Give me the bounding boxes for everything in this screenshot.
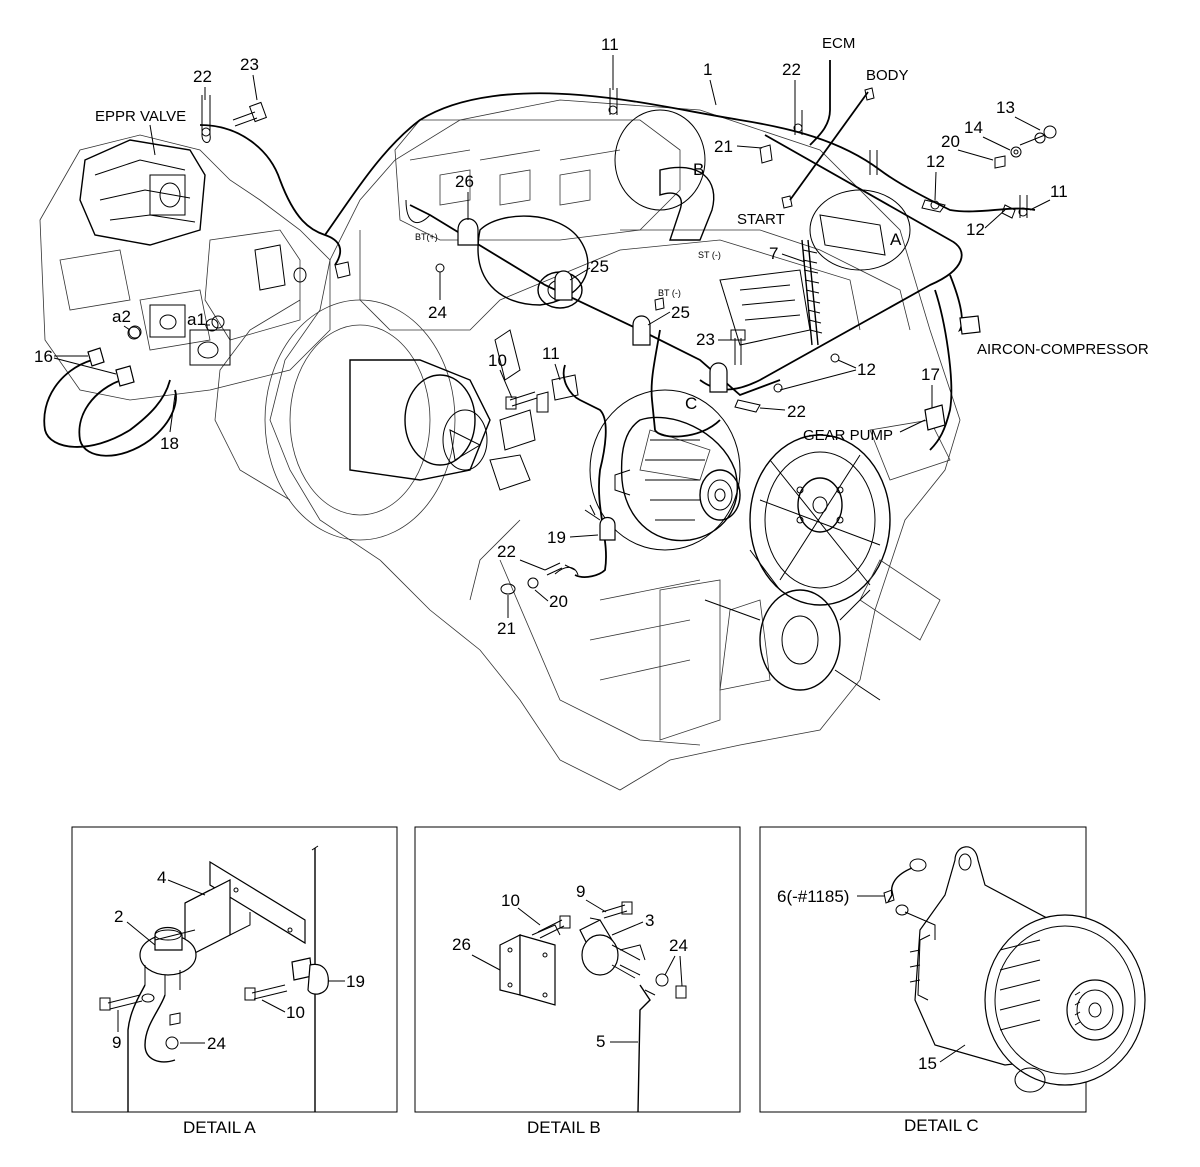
detail-b-panel: 9 10 3 26 24 5 DETAIL B [414,826,741,1137]
callout-20-top: 20 [941,132,960,151]
ecm-label: ECM [822,35,855,52]
callout-21-top: 21 [714,137,733,156]
detail-a-callout-24: 24 [207,1034,226,1053]
detail-c-caption: DETAIL C [904,1116,979,1135]
callout-17: 17 [921,365,940,384]
bt-plus-label: BT(+) [415,232,438,242]
detail-b-callout-24: 24 [669,936,688,955]
callout-26: 26 [455,172,474,191]
callout-a1: a1 [187,310,206,329]
callout-22-main-low: 22 [497,542,516,561]
detail-b-callout-26: 26 [452,935,471,954]
detail-a-callout-9: 9 [112,1033,121,1052]
callout-25-upper: 25 [590,257,609,276]
callout-a2: a2 [112,307,131,326]
detail-c-marker: C [685,394,697,413]
callout-23-top: 23 [240,55,259,74]
detail-b-callout-9: 9 [576,882,585,901]
callout-24-upper: 24 [428,303,447,322]
callout-16: 16 [34,347,53,366]
callout-11-right: 11 [1050,182,1068,201]
detail-a-callout-2: 2 [114,907,123,926]
detail-a-panel: 4 2 19 10 9 24 DETAIL A [71,826,398,1137]
cooling-fan [639,419,951,701]
harness-clips [87,87,1057,595]
callout-11-top: 11 [601,35,619,54]
callout-11-lower: 11 [542,344,560,363]
callout-12-lower: 12 [857,360,876,379]
callout-20-low: 20 [549,592,568,611]
detail-circles [589,109,911,551]
callout-13: 13 [996,98,1015,117]
callout-25-lower: 25 [671,303,690,322]
callout-22-lower: 22 [787,402,806,421]
detail-a-callout-10: 10 [286,1003,305,1022]
callout-12-top: 12 [926,152,945,171]
detail-a-callout-19: 19 [346,972,365,991]
main-callouts: 11 1 22 23 EPPR VALVE 22 ECM BODY 13 14 … [34,35,1149,638]
detail-b-callout-3: 3 [645,911,654,930]
callout-7: 7 [769,244,778,263]
alternator [614,416,741,542]
detail-a-caption: DETAIL A [183,1118,256,1137]
callout-19-main: 19 [547,528,566,547]
detail-c-callout-15: 15 [918,1054,937,1073]
callout-22-top-left: 22 [193,67,212,86]
callout-18: 18 [160,434,179,453]
callout-21-low: 21 [497,619,516,638]
detail-b-callout-10: 10 [501,891,520,910]
st-minus-label: ST (-) [698,250,721,260]
detail-b-caption: DETAIL B [527,1118,601,1137]
callout-10-main: 10 [488,351,507,370]
bt-minus-label: BT (-) [658,288,681,298]
callout-12-right: 12 [966,220,985,239]
hydraulic-pump [39,134,331,401]
gear-pump-label: GEAR PUMP [803,427,893,444]
detail-a-callout-4: 4 [157,868,166,887]
callout-23-mid: 23 [696,330,715,349]
callout-22-top: 22 [782,60,801,79]
detail-a-marker: A [890,230,902,249]
callout-14: 14 [964,118,983,137]
detail-c-panel: 6(-#1185) 15 DETAIL C [759,826,1146,1135]
detail-b-marker: B [693,160,704,179]
detail-c-callout-6: 6(-#1185) [777,887,849,906]
detail-b-callout-5: 5 [596,1032,605,1051]
aircon-compressor-label: AIRCON-COMPRESSOR [977,341,1149,358]
callout-1: 1 [703,60,712,79]
start-label: START [737,211,785,228]
engine-outline [214,99,961,791]
eppr-valve-label: EPPR VALVE [95,108,186,125]
body-label: BODY [866,67,909,84]
